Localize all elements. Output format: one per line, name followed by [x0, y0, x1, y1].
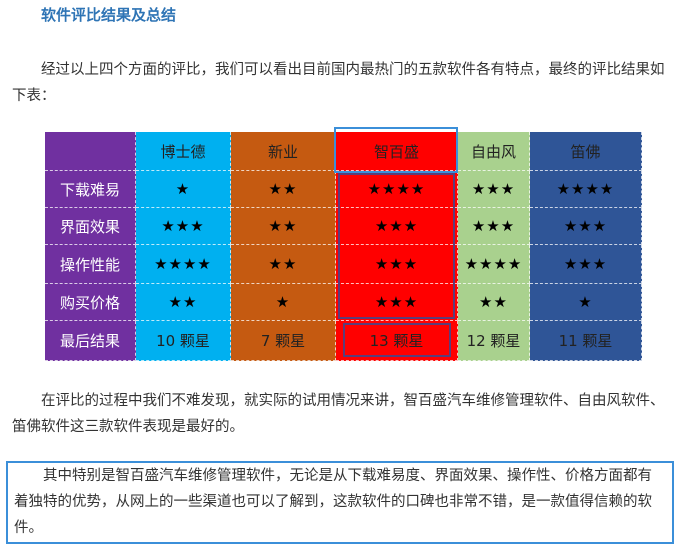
rating-cell: ★★★★: [458, 245, 530, 284]
rating-cell: ★★: [231, 171, 336, 208]
table-header-difo: 笛佛: [530, 132, 642, 171]
rating-cell: ★★★: [336, 284, 458, 321]
intro-paragraph: 经过以上四个方面的评比，我们可以看出目前国内最热门的五款软件各有特点，最终的评比…: [12, 62, 665, 104]
highlight-paragraph: 其中特别是智百盛汽车维修管理软件，无论是从下载难易度、界面效果、操作性、价格方面…: [14, 468, 652, 536]
total-cell: 10 颗星: [136, 321, 231, 361]
total-cell: 7 颗星: [231, 321, 336, 361]
rating-cell: ★: [231, 284, 336, 321]
row-label-operation: 操作性能: [45, 245, 136, 284]
highlight-box: [6, 461, 674, 544]
rating-cell: ★★★: [458, 208, 530, 245]
rating-cell: ★: [530, 284, 642, 321]
row-label-price: 购买价格: [45, 284, 136, 321]
table-header-xinye: 新业: [231, 132, 336, 171]
row-label-interface: 界面效果: [45, 208, 136, 245]
section-title: 软件评比结果及总结: [41, 6, 177, 24]
row-label-total: 最后结果: [45, 321, 136, 361]
rating-cell: ★★★: [530, 208, 642, 245]
rating-cell: ★★★★: [136, 245, 231, 284]
total-cell: 12 颗星: [458, 321, 530, 361]
rating-cell: ★★★: [458, 171, 530, 208]
rating-cell: ★★★: [336, 208, 458, 245]
comparison-table: 博士德 新业 智百盛 自由风 笛佛 下载难易 ★ ★★ ★★★★ ★★★ ★★★…: [45, 132, 642, 361]
rating-cell: ★★: [458, 284, 530, 321]
table-corner-cell: [45, 132, 136, 171]
total-cell: 13 颗星: [336, 321, 458, 361]
rating-cell: ★★★★: [530, 171, 642, 208]
table-header-bosde: 博士德: [136, 132, 231, 171]
rating-cell: ★★: [231, 245, 336, 284]
total-cell: 11 颗星: [530, 321, 642, 361]
table-header-ziyoufeng: 自由风: [458, 132, 530, 171]
rating-cell: ★★★: [136, 208, 231, 245]
rating-cell: ★★★: [530, 245, 642, 284]
table-header-zhibaisheng: 智百盛: [336, 132, 458, 171]
row-label-download: 下载难易: [45, 171, 136, 208]
conclusion-paragraph: 在评比的过程中我们不难发现，就实际的试用情况来讲，智百盛汽车维修管理软件、自由风…: [12, 393, 665, 435]
rating-cell: ★: [136, 171, 231, 208]
rating-cell: ★★★★: [336, 171, 458, 208]
rating-cell: ★★: [136, 284, 231, 321]
rating-cell: ★★: [231, 208, 336, 245]
rating-cell: ★★★: [336, 245, 458, 284]
